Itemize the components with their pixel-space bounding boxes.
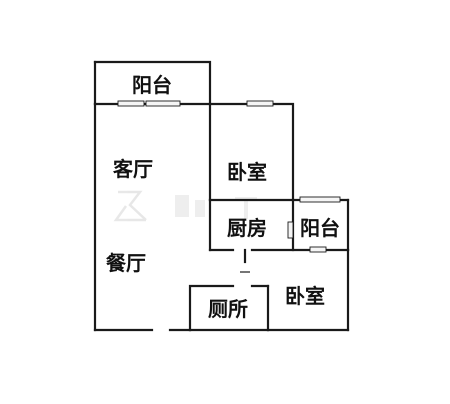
room-label-toilet: 厕所: [208, 297, 248, 321]
window-kitchen-balcony: [287, 221, 294, 239]
room-label-dining-room: 餐厅: [106, 251, 146, 275]
wall-top-balcony: [93, 60, 212, 106]
room-label-bedroom-bottom: 卧室: [285, 284, 325, 308]
window-top-balcony-right: [145, 100, 181, 107]
windows: [117, 100, 341, 253]
window-top-balcony-left: [117, 100, 145, 107]
walls: [93, 60, 350, 332]
wall-toilet: [188, 284, 235, 332]
window-small-balcony-bottom: [309, 246, 327, 253]
room-label-living-room: 客厅: [112, 157, 153, 181]
room-label-balcony-top: 阳台: [132, 73, 172, 97]
window-bedroom-top: [246, 100, 274, 107]
window-small-balcony-top: [299, 196, 341, 203]
room-label-bedroom-top: 卧室: [227, 160, 267, 184]
room-label-kitchen: 厨房: [227, 216, 267, 240]
wall-bedroom-top: [208, 102, 295, 202]
room-label-balcony-small: 阳台: [300, 216, 340, 240]
